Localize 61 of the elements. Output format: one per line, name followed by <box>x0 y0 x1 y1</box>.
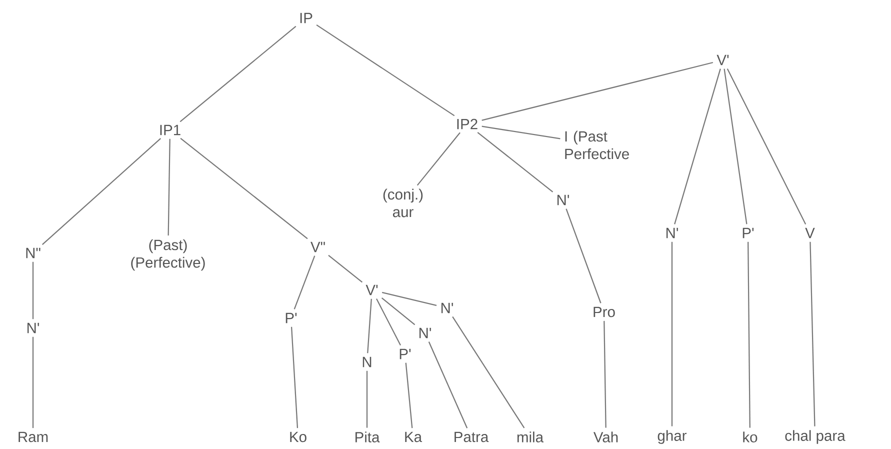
tree-label: IP <box>300 12 312 24</box>
tree-label: N' <box>441 302 453 314</box>
tree-label: N' <box>419 328 431 338</box>
tree-branch <box>367 298 372 354</box>
tree-label: P' <box>742 228 754 238</box>
tree-label: V <box>805 228 815 238</box>
tree-branch <box>382 292 437 306</box>
tree-branch <box>168 138 170 236</box>
tree-label: N' <box>666 228 678 238</box>
tree-branch <box>482 126 560 140</box>
tree-branch <box>566 208 602 304</box>
tree-branch <box>604 320 606 428</box>
tree-label: ghar <box>658 430 687 444</box>
tree-label: (Past) (Perfective) <box>131 239 205 271</box>
tree-branch <box>366 370 368 428</box>
tree-label: Patra <box>454 432 489 442</box>
tree-branch <box>810 242 816 426</box>
tree-branch <box>482 62 714 121</box>
tree-label: V' <box>366 284 378 296</box>
tree-branch <box>32 336 34 428</box>
tree-branch <box>42 138 162 245</box>
tree-branch <box>428 342 468 428</box>
tree-label: P' <box>400 348 411 360</box>
tree-label: Ka <box>405 432 422 442</box>
tree-branch <box>290 326 298 428</box>
tree-label: N <box>362 356 372 368</box>
tree-branch <box>180 26 296 122</box>
tree-branch <box>376 298 402 346</box>
tree-branch <box>477 132 554 192</box>
tree-branch <box>726 68 806 225</box>
tree-label: V" <box>310 242 325 252</box>
tree-branch <box>724 68 748 224</box>
tree-label: I (Past Perfective <box>565 130 629 160</box>
tree-label: N' <box>557 194 569 206</box>
tree-label: chal para <box>785 430 846 444</box>
tree-label: Ram <box>18 432 48 442</box>
tree-branch <box>671 242 673 426</box>
tree-label: IP2 <box>457 118 478 130</box>
tree-label: V' <box>716 54 729 66</box>
tree-label: ko <box>743 432 758 442</box>
tree-label: P' <box>286 312 297 324</box>
tree-label: N" <box>26 248 40 258</box>
tree-label: N' <box>27 322 39 334</box>
tree-label: (conj.) aur <box>383 188 423 218</box>
tree-branch <box>316 24 455 116</box>
tree-label: Pro <box>594 306 615 318</box>
tree-label: Pita <box>356 432 380 442</box>
tree-branch <box>294 256 316 310</box>
tree-branch <box>328 254 363 283</box>
tree-branch <box>381 298 416 326</box>
tree-label: mila <box>517 432 544 442</box>
tree-branch <box>748 242 750 428</box>
tree-branch <box>32 262 34 320</box>
tree-branch <box>180 138 308 240</box>
tree-label: IP1 <box>160 124 180 136</box>
tree-branch <box>405 362 413 428</box>
tree-branch <box>416 132 460 186</box>
tree-branch <box>452 316 525 428</box>
tree-label: Vah <box>593 432 618 442</box>
tree-label: Ko <box>290 432 306 442</box>
tree-branch <box>674 68 721 224</box>
